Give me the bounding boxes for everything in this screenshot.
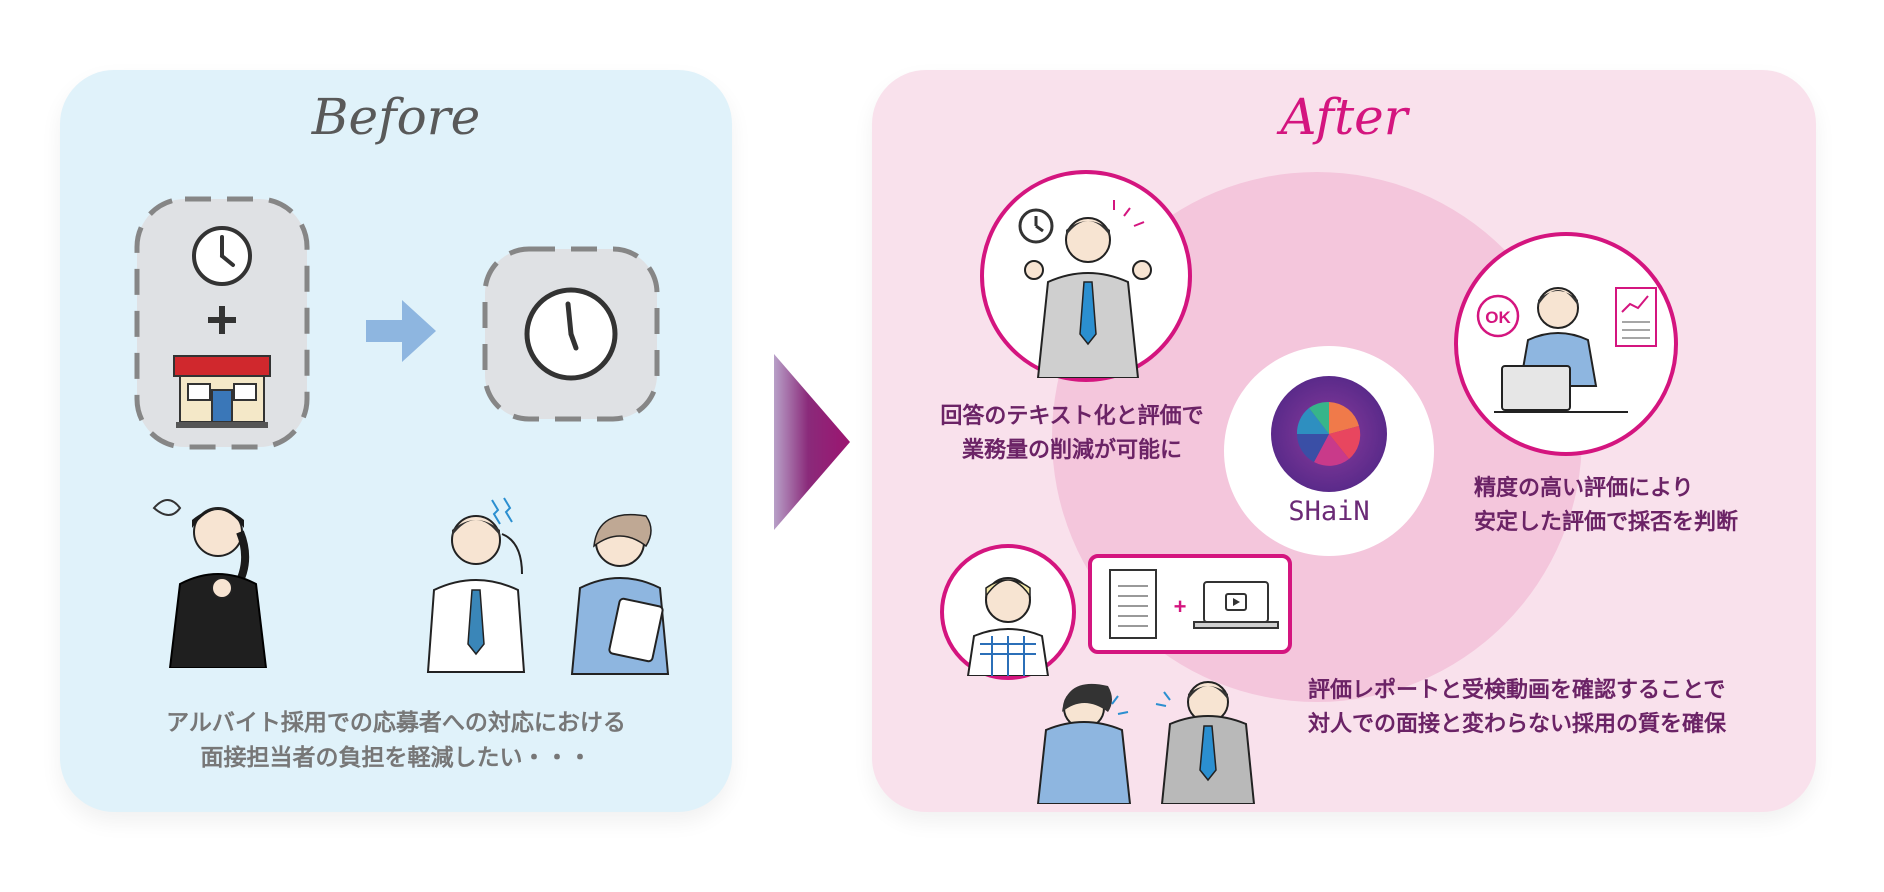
worried-applicant-illustration xyxy=(152,499,268,668)
plus-label: + xyxy=(1174,594,1187,619)
efficiency-illustration xyxy=(980,170,1192,382)
large-clock-icon xyxy=(524,287,618,381)
report-and-video-box: + xyxy=(1088,554,1292,654)
clock-icon xyxy=(1018,208,1054,244)
applicant-circle xyxy=(940,544,1076,680)
interviewers-illustration xyxy=(1036,681,1256,804)
laptop-video-icon xyxy=(1193,581,1279,629)
shain-logo-icon xyxy=(1271,376,1387,492)
accuracy-illustration: OK xyxy=(1454,232,1678,456)
shop-icon xyxy=(173,355,271,428)
cheering-woman-icon xyxy=(1036,683,1132,804)
caption-efficiency: 回答のテキスト化と評価で 業務量の削減が可能に xyxy=(940,404,1204,464)
stressed-man-illustration xyxy=(426,497,526,673)
ok-label: OK xyxy=(1485,308,1511,327)
transition-arrow-icon xyxy=(366,300,436,362)
clock-only-box xyxy=(482,246,660,422)
report-chart-icon xyxy=(1615,287,1657,347)
shain-logo-badge: SHaiN xyxy=(1224,346,1434,556)
cheering-man-icon xyxy=(1155,681,1256,804)
before-to-after-arrow-icon xyxy=(774,354,850,530)
document-icon xyxy=(1109,569,1157,639)
plus-icon xyxy=(208,306,236,334)
ok-bubble-icon: OK xyxy=(1476,294,1520,338)
clock-icon xyxy=(192,226,252,286)
woman-with-laptop-icon xyxy=(1494,287,1628,413)
cheering-businessman-icon xyxy=(1024,200,1152,378)
clock-plus-shop-box xyxy=(134,196,310,450)
after-panel: After SHaiN xyxy=(872,70,1816,812)
shain-logo-text: SHaiN xyxy=(1288,496,1370,527)
before-panel: Before xyxy=(60,70,732,812)
before-caption: アルバイト採用での応募者への対応における 面接担当者の負担を軽減したい・・・ xyxy=(166,710,626,771)
stressed-woman-illustration xyxy=(570,513,670,675)
before-title: Before xyxy=(311,88,481,146)
caption-accuracy: 精度の高い評価により 安定した評価で採否を判断 xyxy=(1474,476,1739,536)
after-title: After xyxy=(1280,88,1408,146)
applicant-icon xyxy=(966,577,1050,676)
caption-quality: 評価レポートと受検動画を確認することで 対人での面接と変わらない採用の質を確保 xyxy=(1308,678,1727,738)
